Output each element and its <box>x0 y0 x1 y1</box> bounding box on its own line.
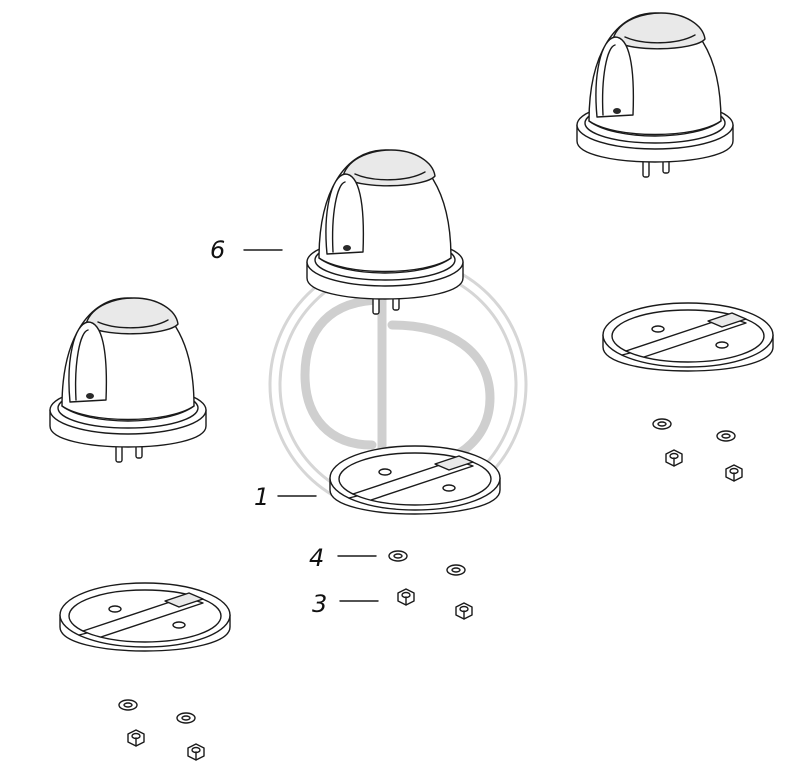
callout-1: 1 <box>254 483 317 511</box>
callout-6: 6 <box>210 236 283 264</box>
callout-label-6: 6 <box>210 236 225 264</box>
callout-label-4: 4 <box>309 544 324 572</box>
washer <box>388 550 408 562</box>
callout-label-1: 1 <box>254 483 269 511</box>
lamp-housing-center <box>306 149 464 315</box>
washer <box>118 699 138 711</box>
base-plate-center <box>329 445 501 515</box>
callout-label-3: 3 <box>312 590 327 618</box>
lamp-housing-left <box>49 297 207 463</box>
lamp-housing-top-right <box>576 12 734 178</box>
washer <box>446 564 466 576</box>
washer <box>652 418 672 430</box>
base-plate-left <box>59 582 231 652</box>
washer <box>176 712 196 724</box>
callout-4: 4 <box>309 544 377 572</box>
nut <box>725 464 743 482</box>
callout-3: 3 <box>312 590 379 618</box>
nut <box>397 588 415 606</box>
nut <box>127 729 145 747</box>
washer <box>716 430 736 442</box>
nut <box>455 602 473 620</box>
nut <box>665 449 683 467</box>
base-plate-right <box>602 302 774 372</box>
nut <box>187 743 205 761</box>
